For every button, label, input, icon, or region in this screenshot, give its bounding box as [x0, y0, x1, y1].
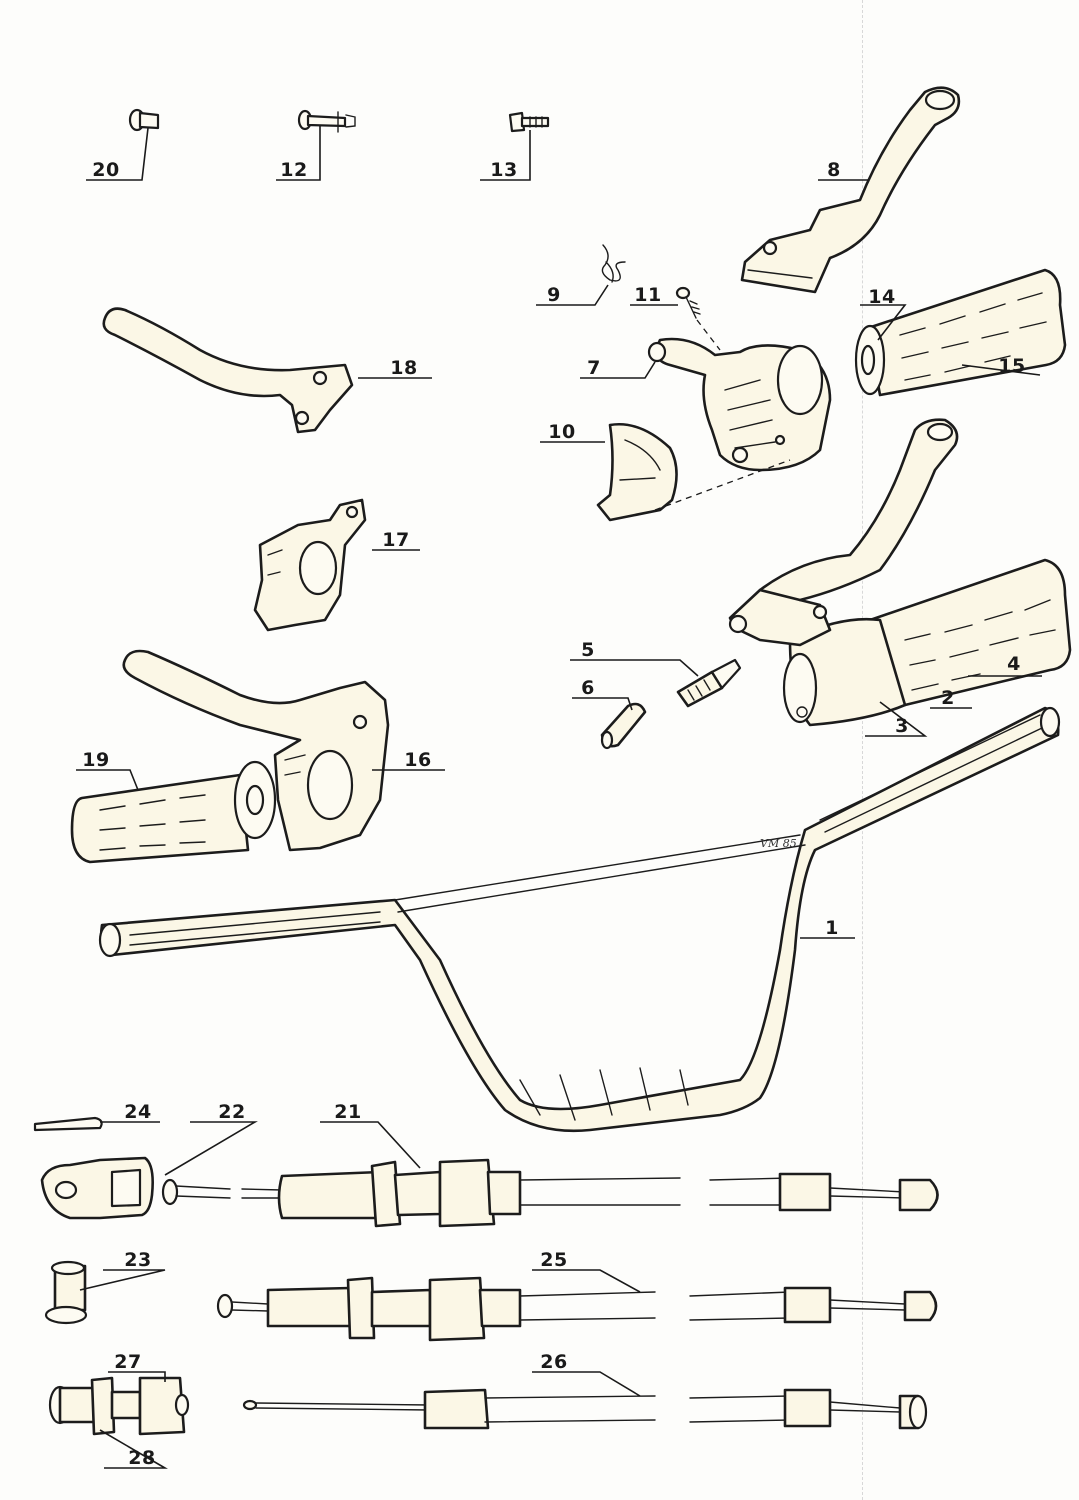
- screw-11: [675, 286, 701, 319]
- assembly-line-10: [654, 459, 791, 511]
- artist-signature: VM 85: [760, 837, 797, 850]
- clevis-22: [40, 1156, 154, 1220]
- rubber-cap: [600, 702, 647, 750]
- callout-23: 23: [124, 1249, 152, 1271]
- callout-24: 24: [124, 1101, 152, 1123]
- callout-14: 14: [868, 286, 896, 308]
- callout-13: 13: [490, 159, 518, 181]
- lever-18: [102, 307, 354, 434]
- split-pin-24: [33, 1116, 103, 1132]
- callout-21: 21: [334, 1101, 362, 1123]
- callout-25: 25: [540, 1249, 568, 1271]
- callout-9: 9: [547, 284, 561, 306]
- cable-21: [161, 1158, 939, 1228]
- spring: [601, 244, 626, 283]
- clamp-half: [596, 422, 678, 522]
- callout-26: 26: [540, 1351, 568, 1373]
- callout-3: 3: [895, 715, 909, 737]
- handlebar: [98, 706, 1061, 1133]
- callout-11: 11: [634, 284, 662, 306]
- nut-20: [128, 108, 160, 132]
- callout-22: 22: [218, 1101, 246, 1123]
- callout-6: 6: [581, 677, 595, 699]
- callout-5: 5: [581, 639, 595, 661]
- pin-12: [297, 109, 356, 133]
- callout-12: 12: [280, 159, 308, 181]
- lever-assembly-16: [122, 649, 390, 852]
- callout-1: 1: [825, 917, 839, 939]
- bushing-23: [44, 1260, 88, 1325]
- cable-adjuster-screw: [676, 658, 742, 708]
- callout-27: 27: [114, 1351, 142, 1373]
- callout-8: 8: [827, 159, 841, 181]
- lever-bracket-17: [253, 498, 367, 632]
- cable-26: [242, 1388, 928, 1430]
- callout-18: 18: [390, 357, 418, 379]
- callout-20: 20: [92, 159, 120, 181]
- clutch-lever-8: [740, 86, 961, 294]
- callout-4: 4: [1007, 653, 1021, 675]
- throttle-housing: [647, 337, 832, 472]
- callout-28: 28: [128, 1447, 156, 1469]
- callout-7: 7: [587, 357, 601, 379]
- callout-19: 19: [82, 749, 110, 771]
- callout-10: 10: [548, 421, 576, 443]
- grip-15: [854, 268, 1067, 397]
- adjuster-27-28: [48, 1376, 190, 1436]
- left-grip-19: [70, 760, 277, 864]
- scan-edge: [862, 0, 863, 1500]
- callout-15: 15: [998, 355, 1026, 377]
- callout-16: 16: [404, 749, 432, 771]
- bolt-13: [508, 111, 550, 133]
- callout-2: 2: [941, 687, 955, 709]
- right-grip-assembly: [728, 418, 1072, 727]
- leader-lines: [76, 126, 1042, 1469]
- cable-25: [216, 1276, 938, 1342]
- callout-17: 17: [382, 529, 410, 551]
